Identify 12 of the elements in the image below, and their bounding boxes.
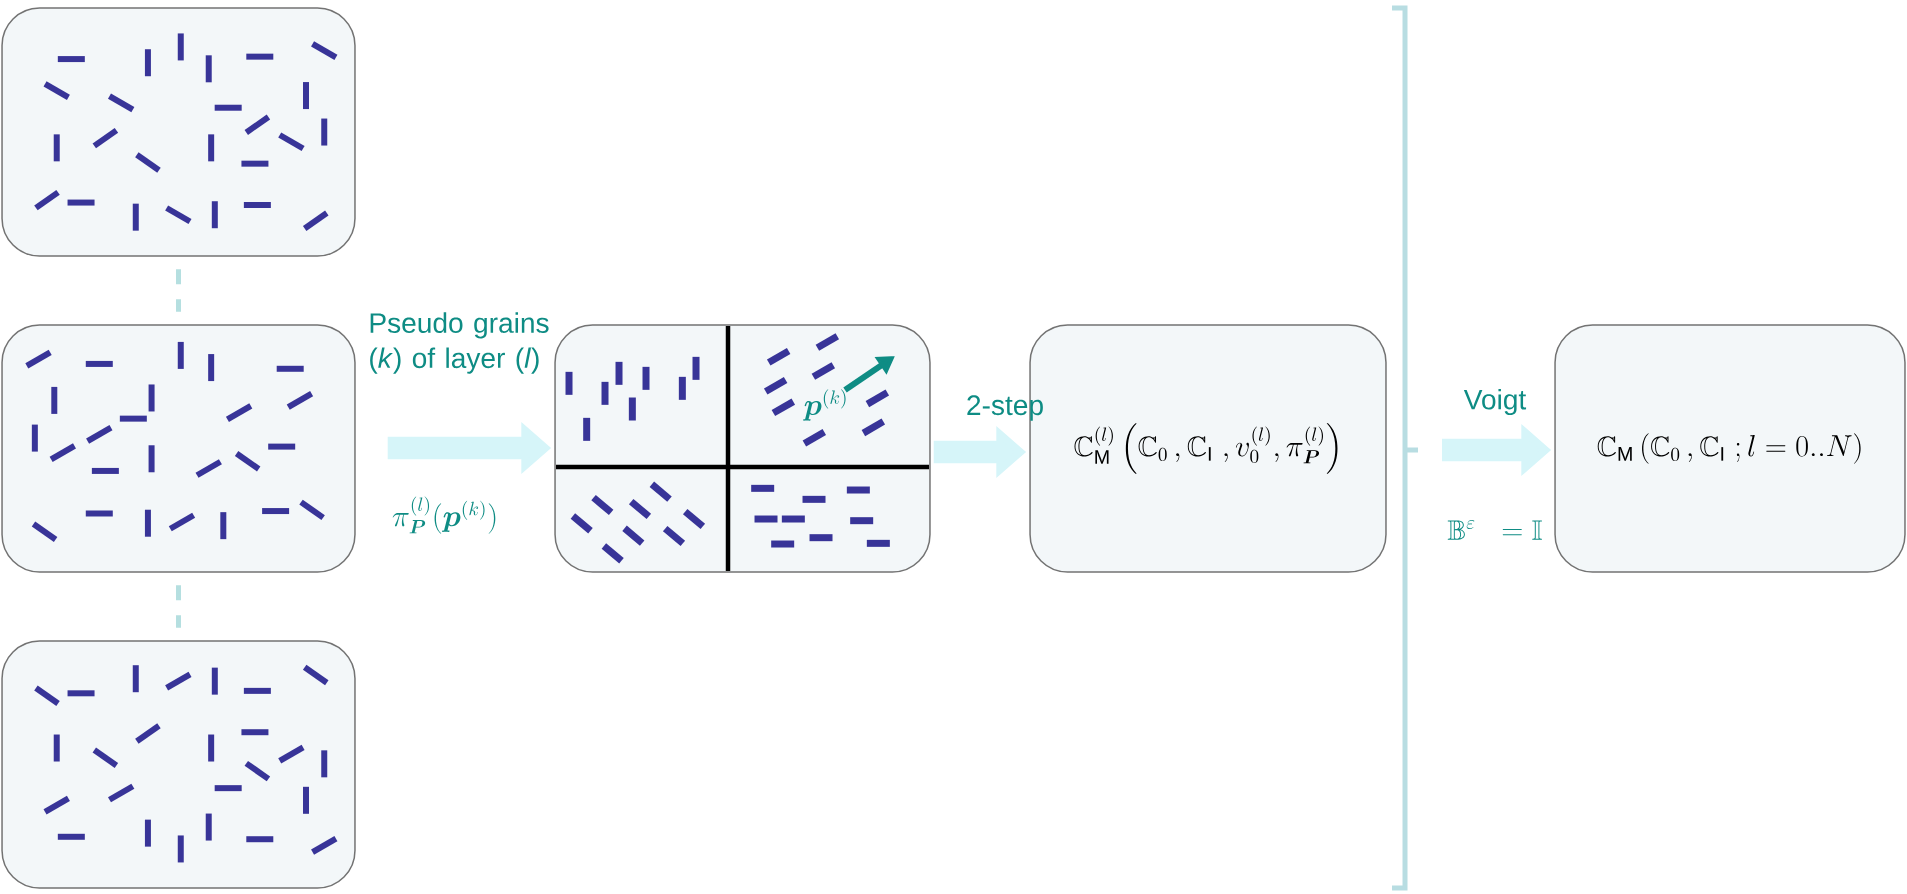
edge-label: Voigt xyxy=(1463,388,1527,416)
layer-box xyxy=(1,7,356,257)
edge-label: 2-step xyxy=(967,395,1043,421)
connector-line xyxy=(176,585,181,628)
edge-label: Pseudo grains (k) of layer (l) xyxy=(370,312,549,374)
layer-box xyxy=(1,640,356,889)
layer-box xyxy=(1,324,356,573)
formula-box: $\mathbb{C}_{\mathrm{M}}\left(\mathbb{C}_0\,,\mathbb{C}_{\mathrm{I}}\;;l=0..N\right)$ xyxy=(1554,324,1906,573)
formula-label: $\pi_{\boldsymbol{P}}^{(l)}(\boldsymbol{p}^{(k)})$ xyxy=(392,496,496,534)
grain-box xyxy=(554,324,931,573)
formula-label: $\boldsymbol{p}^{(k)}$ xyxy=(803,389,846,421)
connector-line xyxy=(176,269,181,312)
